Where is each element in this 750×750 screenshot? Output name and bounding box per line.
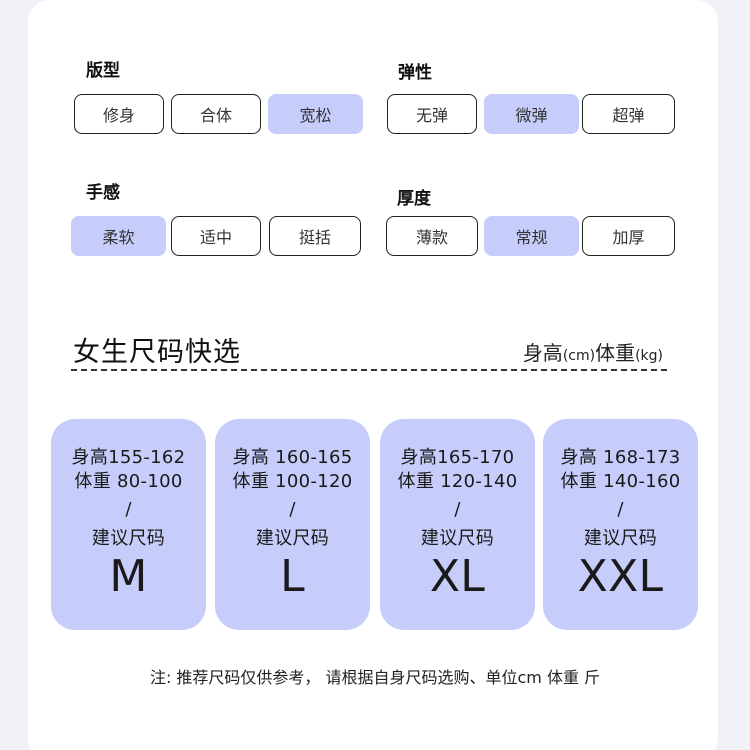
unit-weight-kg: (kg) (635, 348, 663, 364)
unit-height-cm: (cm) (562, 348, 596, 364)
elasticity-option-none[interactable]: 无弹 (387, 94, 477, 134)
suggested-size-label: 建议尺码 (255, 528, 330, 549)
separator: / (125, 499, 132, 520)
size-card-xl[interactable]: 身高165-170 体重 120-140 / 建议尺码 XL (380, 419, 535, 630)
fit-option-slim[interactable]: 修身 (74, 94, 164, 134)
height-range: 身高 160-165 (232, 447, 353, 468)
thickness-title: 厚度 (397, 189, 431, 209)
separator: / (617, 499, 624, 520)
feel-option-crisp[interactable]: 挺括 (269, 216, 361, 256)
feel-option-soft[interactable]: 柔软 (71, 216, 166, 256)
separator: / (289, 499, 296, 520)
thickness-option-regular[interactable]: 常规 (484, 216, 579, 256)
fit-option-loose[interactable]: 宽松 (268, 94, 363, 134)
weight-range: 体重 120-140 (397, 471, 518, 492)
elasticity-option-high[interactable]: 超弹 (582, 94, 675, 134)
size-card-m[interactable]: 身高155-162 体重 80-100 / 建议尺码 M (51, 419, 206, 630)
fit-option-regular[interactable]: 合体 (171, 94, 261, 134)
weight-range: 体重 140-160 (560, 471, 681, 492)
size-card-l[interactable]: 身高 160-165 体重 100-120 / 建议尺码 L (215, 419, 370, 630)
suggested-size-label: 建议尺码 (420, 528, 495, 549)
elasticity-option-slight[interactable]: 微弹 (484, 94, 579, 134)
suggested-size-label: 建议尺码 (91, 528, 166, 549)
thickness-option-thin[interactable]: 薄款 (386, 216, 478, 256)
size-value: L (280, 551, 305, 602)
unit-note: 身高(cm)体重(kg) (523, 337, 663, 366)
size-card-xxl[interactable]: 身高 168-173 体重 140-160 / 建议尺码 XXL (543, 419, 698, 630)
size-value: XXL (577, 551, 664, 602)
suggested-size-label: 建议尺码 (583, 528, 658, 549)
height-range: 身高155-162 (71, 447, 186, 468)
weight-range: 体重 80-100 (74, 471, 183, 492)
height-range: 身高165-170 (400, 447, 515, 468)
separator: / (454, 499, 461, 520)
fit-title: 版型 (86, 61, 120, 81)
feel-title: 手感 (86, 183, 120, 203)
size-value: XL (429, 551, 486, 602)
weight-range: 体重 100-120 (232, 471, 353, 492)
footer-note: 注: 推荐尺码仅供参考， 请根据自身尺码选购、单位cm 体重 斤 (149, 668, 601, 687)
size-guide-title: 女生尺码快选 (73, 337, 241, 368)
unit-weight: 体重 (595, 341, 636, 365)
thickness-option-thick[interactable]: 加厚 (582, 216, 675, 256)
size-value: M (109, 551, 148, 602)
feel-option-medium[interactable]: 适中 (171, 216, 261, 256)
height-range: 身高 168-173 (560, 447, 681, 468)
unit-height: 身高 (522, 341, 563, 365)
dashed-divider (71, 369, 667, 371)
elasticity-title: 弹性 (398, 63, 432, 83)
